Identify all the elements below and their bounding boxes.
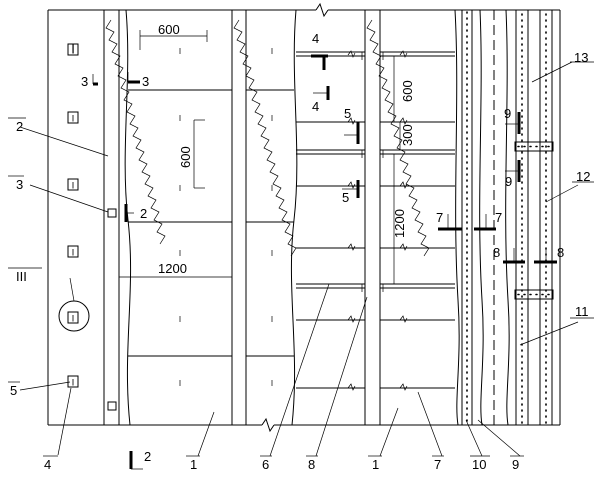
callout-1-left: 1 — [190, 457, 197, 472]
callout-6: 6 — [262, 457, 269, 472]
section-5-bottom: 5 — [342, 190, 349, 205]
dim-1200-mid: 1200 — [158, 261, 187, 276]
section-7-right: 7 — [495, 210, 502, 225]
marker-label: I — [72, 114, 75, 124]
section-9-top: 9 — [504, 106, 511, 121]
dim-300: 300 — [400, 124, 415, 146]
panel-outline — [47, 2, 561, 433]
section-8-right: 8 — [557, 245, 564, 260]
joists-middle — [296, 50, 455, 391]
callout-13: 13 — [574, 50, 588, 65]
callout-4: 4 — [44, 457, 51, 472]
joists-left — [128, 89, 294, 357]
section-7-left: 7 — [436, 210, 443, 225]
stud-middle-left — [231, 10, 297, 425]
marker-label: I — [72, 248, 75, 258]
section-5-top: 5 — [344, 106, 351, 121]
callout-11: 11 — [575, 304, 589, 319]
callout-3: 3 — [16, 177, 23, 192]
callout-7: 7 — [434, 457, 441, 472]
section-3-right: 3 — [142, 74, 149, 89]
dimension-lines — [119, 30, 401, 284]
marker-label: I — [71, 42, 75, 57]
callout-9: 9 — [512, 457, 519, 472]
callout-iii: III — [16, 269, 27, 284]
callout-8: 8 — [308, 457, 315, 472]
callout-5: 5 — [10, 383, 17, 398]
marker-label: I — [72, 378, 75, 388]
section-2-mid: 2 — [140, 206, 147, 221]
marker-label: I — [72, 314, 75, 324]
dim-1200-vert: 1200 — [392, 209, 407, 238]
callout-2: 2 — [16, 119, 23, 134]
callout-10: 10 — [472, 457, 486, 472]
leader-lines — [8, 61, 594, 457]
section-2-bottom: 2 — [144, 449, 151, 464]
dim-600-right: 600 — [400, 80, 415, 102]
callout-12: 12 — [576, 169, 590, 184]
bay-ticks — [179, 48, 273, 386]
dim-600-left: 600 — [178, 146, 193, 168]
marker-squares: I I I I I I — [58, 42, 117, 411]
stud-middle-right — [364, 10, 430, 425]
section-4-bottom: 4 — [312, 99, 319, 114]
section-cuts — [92, 54, 557, 470]
callout-1-right: 1 — [372, 457, 379, 472]
section-9-bottom: 9 — [505, 174, 512, 189]
marker-label: I — [72, 181, 75, 191]
section-8-left: 8 — [493, 245, 500, 260]
wavy-edges — [124, 9, 460, 426]
right-band — [461, 9, 554, 426]
dim-600-top: 600 — [158, 22, 180, 37]
section-4-top: 4 — [312, 31, 319, 46]
stud-left — [103, 10, 166, 425]
section-3-left: 3 — [81, 74, 88, 89]
